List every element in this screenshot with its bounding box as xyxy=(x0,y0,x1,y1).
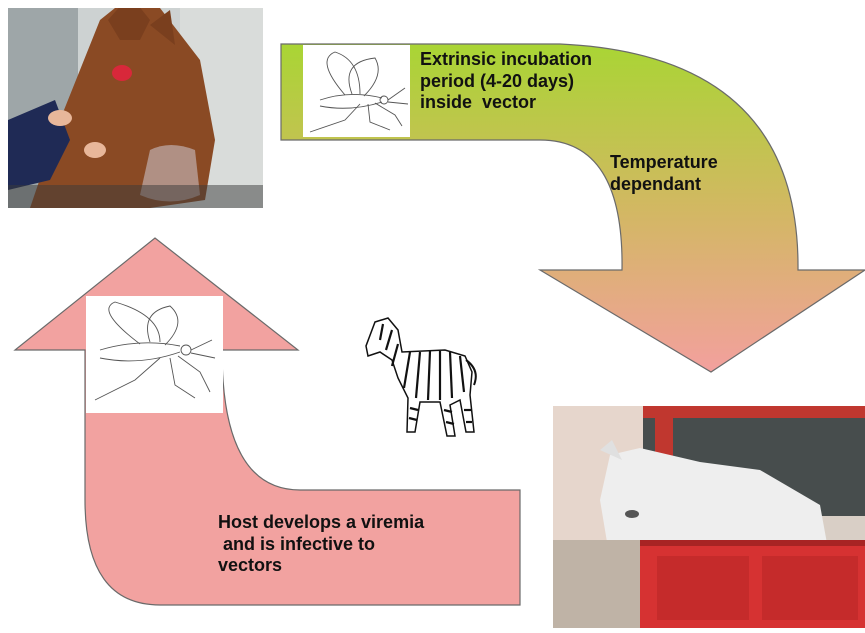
temperature-line-2: dependant xyxy=(610,174,718,196)
temperature-label: Temperature dependant xyxy=(610,152,718,195)
incubation-label: Extrinsic incubation period (4-20 days) … xyxy=(420,49,592,114)
incubation-line-1: Extrinsic incubation xyxy=(420,49,592,71)
white-horse-photo xyxy=(553,406,865,628)
viremia-line-3: vectors xyxy=(218,555,424,577)
temperature-line-1: Temperature xyxy=(610,152,718,174)
chestnut-horse-photo xyxy=(8,0,263,208)
incubation-line-3: inside vector xyxy=(420,92,592,114)
viremia-line-2: and is infective to xyxy=(218,534,424,556)
viremia-label: Host develops a viremia and is infective… xyxy=(218,512,424,577)
incubation-line-2: period (4-20 days) xyxy=(420,71,592,93)
viremia-line-1: Host develops a viremia xyxy=(218,512,424,534)
mosquito-vector-icon xyxy=(303,45,410,137)
gnat-vector-icon xyxy=(86,296,223,413)
zebra-foal-icon xyxy=(366,318,476,436)
